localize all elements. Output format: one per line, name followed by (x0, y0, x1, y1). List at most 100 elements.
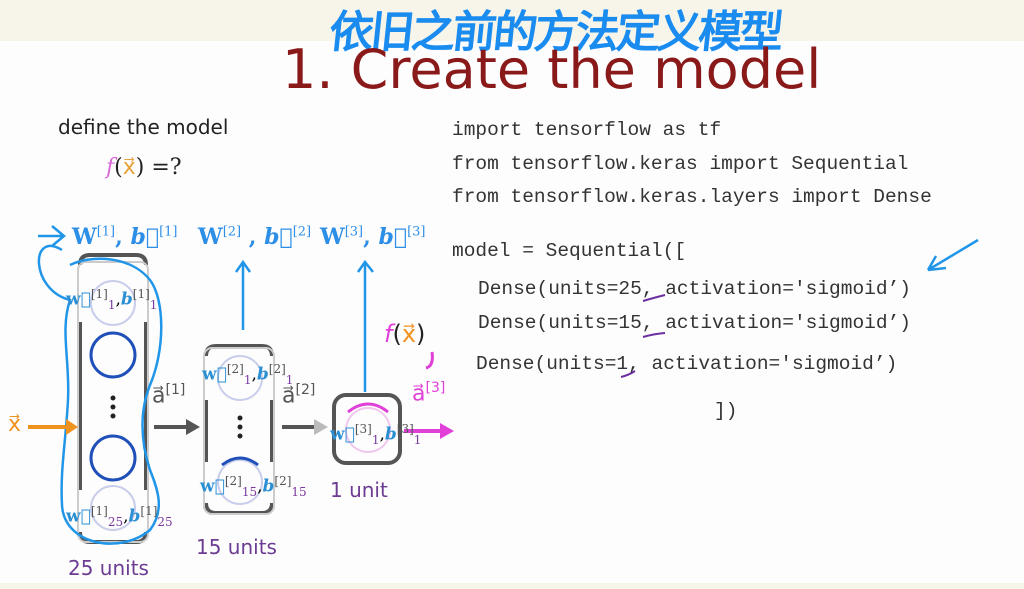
open-paren: ( (392, 320, 402, 348)
vdots-dot (237, 433, 243, 439)
a2-label: a⃗[2] (282, 382, 315, 408)
handwritten-pointer-arrow-icon (926, 238, 979, 272)
fx-equals-question: =? (144, 155, 182, 180)
sup: [2] (226, 362, 244, 376)
w-sup: [2] (222, 224, 242, 240)
w-sup: [1] (96, 224, 116, 240)
neuron-circle (217, 459, 263, 505)
layer1-params: W[1], b⃗[1] (72, 224, 178, 250)
fx-f: f (106, 155, 115, 180)
vdots-dot (237, 424, 243, 430)
code-line: Dense(units=25, activation='sigmoid’) (478, 278, 911, 300)
code-line: model = Sequential([ (452, 240, 687, 262)
layer2-params: W[2] , b⃗[2] (198, 224, 312, 250)
sup: [1] (165, 382, 186, 398)
sub: 15 (241, 485, 258, 500)
w: w⃗ (200, 476, 225, 497)
b-label: b⃗ (264, 224, 293, 250)
layer3-neuron-label: w⃗[3]1,b[3]1 (330, 422, 422, 448)
b-label: b⃗ (130, 224, 160, 250)
underline-1 (620, 370, 636, 378)
sub: 1 (285, 373, 294, 388)
sub: 1 (371, 433, 380, 448)
layer3-units-label: 1 unit (330, 478, 388, 502)
b: b (256, 364, 269, 385)
input-x-label: x⃗ (8, 412, 22, 437)
code-line: from tensorflow.keras import Sequential (452, 153, 909, 175)
f: f (384, 320, 393, 348)
layer2-units-label: 15 units (196, 535, 277, 559)
fx-open-paren: ( (114, 155, 123, 180)
sup: [2] (274, 474, 292, 488)
b-sup: [3] (407, 224, 426, 240)
b: b (128, 506, 141, 527)
code-line: from tensorflow.keras.layers import Dens… (452, 186, 932, 208)
sup: [3] (396, 422, 414, 436)
sup: [2] (224, 474, 242, 488)
b-sup: [2] (292, 224, 312, 240)
vdots-dot (237, 415, 243, 421)
neuron-circle (345, 407, 391, 453)
fx-question: f(x⃗) =? (106, 155, 182, 180)
sup: [3] (425, 380, 446, 396)
sub: 1 (107, 298, 116, 313)
up-arrow-head-icon (356, 259, 374, 273)
code-line: import tensorflow as tf (452, 119, 722, 141)
underline-25 (642, 294, 666, 302)
layer1-units-label: 25 units (68, 556, 149, 580)
handwritten-fx: f(x⃗) (384, 320, 425, 348)
a: a⃗ (282, 383, 296, 409)
sup: [1] (90, 287, 108, 301)
neuron-circle (90, 280, 136, 326)
neuron-circle (89, 434, 137, 482)
sup: [1] (90, 504, 108, 518)
up-arrow-head-icon (234, 259, 252, 273)
w: w⃗ (66, 506, 91, 527)
sub: 25 (107, 515, 124, 530)
bottom-strip (0, 583, 1024, 589)
sup: [3] (354, 422, 372, 436)
sup: [2] (268, 362, 286, 376)
output-neuron-arc (347, 402, 389, 414)
handwritten-arrow-icon (38, 225, 66, 247)
w-sup: [3] (344, 224, 364, 240)
neuron-circle (90, 485, 136, 531)
neuron-circle (217, 355, 263, 401)
sup: [1] (132, 287, 150, 301)
a: a⃗ (412, 381, 426, 407)
sub: 25 (157, 515, 173, 530)
fx-close-paren: ) (135, 155, 145, 180)
w: w⃗ (66, 289, 91, 310)
b: b (262, 476, 275, 497)
underline-15 (642, 332, 666, 338)
close-paren: ) (416, 320, 426, 348)
slide-title: 1. Create the model (282, 38, 822, 101)
b-label: b⃗ (378, 224, 408, 250)
a2-arrow-head-icon (314, 419, 328, 435)
vdots-dot (110, 404, 116, 410)
layer3-params: W[3], b⃗[3] (320, 224, 426, 250)
layer1-box-outline (77, 261, 149, 543)
b: b (120, 289, 133, 310)
sup: [1] (140, 504, 158, 518)
vdots-dot (110, 413, 116, 419)
x: x⃗ (401, 320, 417, 348)
sup: [2] (295, 382, 316, 398)
sub: 1 (413, 433, 422, 448)
layer2-bottom-neuron-label: w⃗[2]15,b[2]15 (200, 474, 307, 500)
fx-x: x⃗ (122, 155, 136, 180)
layer1-bottom-neuron-label: w⃗[1]25,b[1]25 (66, 504, 173, 530)
sub: 15 (291, 485, 307, 500)
top-strip (0, 0, 1024, 41)
code-line: Dense(units=15, activation='sigmoid’) (478, 312, 911, 334)
sub: 1 (243, 373, 252, 388)
code-line: Dense(units=1, activation='sigmoid’) (476, 353, 898, 375)
w: w⃗ (202, 364, 227, 385)
layer3-box (332, 393, 402, 465)
code-line: ]) (714, 400, 738, 422)
layer2-top-neuron-label: w⃗[2]1,b[2]1 (202, 362, 294, 388)
w-label: W (198, 224, 223, 250)
w: w⃗ (330, 424, 355, 445)
b: b (384, 424, 397, 445)
